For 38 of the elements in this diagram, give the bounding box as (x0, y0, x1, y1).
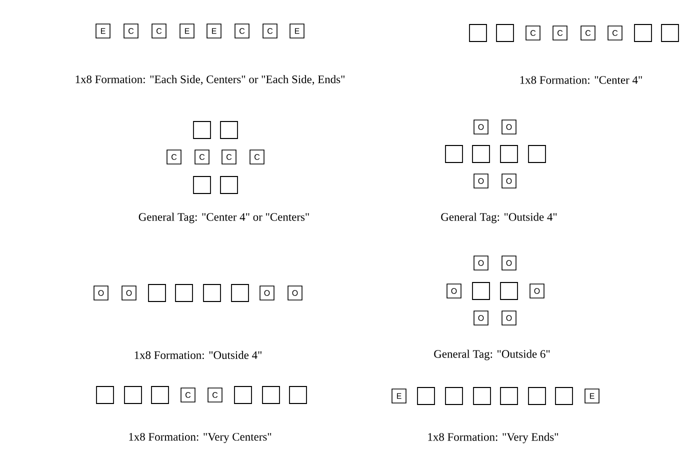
empty-box (262, 386, 280, 404)
empty-box (500, 282, 518, 300)
empty-box (231, 284, 249, 302)
caption: General Tag: "Outside 6" (434, 350, 550, 360)
empty-box (220, 176, 238, 194)
caption: 1x8 Formation: "Very Ends" (428, 432, 558, 444)
empty-box (175, 284, 193, 302)
empty-box (289, 386, 307, 404)
empty-box (472, 145, 490, 163)
empty-box (473, 387, 491, 405)
empty-box (469, 24, 487, 42)
empty-box (528, 387, 546, 405)
empty-box (496, 24, 514, 42)
empty-box (151, 386, 169, 404)
empty-box (96, 386, 114, 404)
empty-box (234, 386, 252, 404)
empty-box (634, 24, 652, 42)
empty-box (661, 24, 679, 42)
empty-box (148, 284, 166, 302)
empty-box (193, 121, 211, 139)
empty-box (220, 121, 238, 139)
caption: General Tag: "Outside 4" (441, 212, 557, 224)
caption: 1x8 Formation: "Outside 4" (134, 350, 262, 360)
empty-box (500, 145, 518, 163)
empty-box (445, 387, 463, 405)
empty-box (472, 282, 490, 300)
caption: 1x8 Formation: "Center 4" (520, 76, 642, 84)
caption: General Tag: "Center 4" or "Centers" (138, 212, 309, 224)
caption: 1x8 Formation: "Each Side, Centers" or "Each Side, Ends" (76, 75, 344, 85)
empty-box (528, 145, 546, 163)
empty-box (500, 387, 518, 405)
empty-box (124, 386, 142, 404)
caption: 1x8 Formation: "Very Centers" (129, 432, 272, 444)
empty-box (555, 387, 573, 405)
empty-box (203, 284, 221, 302)
empty-box (445, 145, 463, 163)
empty-box (193, 176, 211, 194)
empty-box (417, 387, 435, 405)
